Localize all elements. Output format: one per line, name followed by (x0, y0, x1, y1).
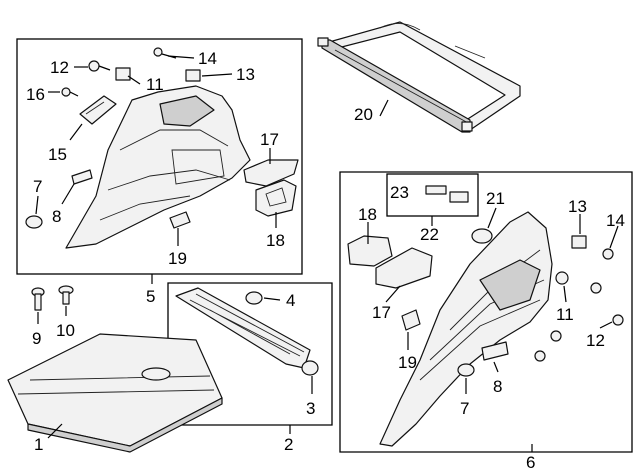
callout-7-left: 7 (33, 177, 42, 196)
bolt-12-right-a (590, 282, 602, 294)
leader-8-right (493, 361, 499, 373)
leader-8-left (61, 183, 75, 205)
callout-11-right: 11 (556, 305, 574, 324)
cargo-floor-cover (7, 333, 223, 453)
callout-7-right: 7 (460, 399, 469, 418)
tape-8-left (71, 169, 93, 185)
callout-6: 6 (526, 453, 535, 471)
callout-10: 10 (56, 321, 75, 340)
screw-16-left (61, 87, 79, 97)
leader-14-right (609, 225, 619, 249)
bolt-12-left (88, 60, 111, 72)
clip-10 (58, 285, 74, 305)
callout-13-left: 13 (236, 65, 255, 84)
callout-14-right: 14 (606, 211, 625, 230)
callout-8-left: 8 (52, 207, 61, 226)
leader-7-left (35, 195, 39, 215)
leader-14-left (167, 55, 195, 59)
trim-cover-15 (79, 95, 117, 125)
cover-17-left (243, 159, 299, 187)
callout-19-left: 19 (168, 249, 187, 268)
bolt-14-right (602, 248, 614, 260)
callout-12-right: 12 (586, 331, 605, 350)
left-quarter-trim-panel (65, 85, 251, 249)
leader-11-right (563, 285, 567, 303)
tape-8-right (481, 341, 509, 361)
leader-12-right (599, 321, 613, 329)
callout-17-right: 17 (372, 303, 391, 322)
bolt-12-right-b (612, 314, 624, 326)
callout-18-right: 18 (358, 205, 377, 224)
callout-8-right: 8 (493, 377, 502, 396)
cover-17-right (375, 247, 433, 289)
fastener-21 (471, 228, 493, 244)
leader-11-left (127, 75, 141, 85)
clip-13-left (185, 69, 201, 82)
plug-7-left (25, 215, 43, 229)
bracket-18-right (347, 235, 393, 267)
callout-23: 23 (390, 183, 409, 202)
cap-4 (245, 291, 263, 305)
leader-1 (47, 423, 63, 439)
leader-21 (487, 207, 497, 229)
callout-15: 15 (48, 145, 67, 164)
callout-18-left: 18 (266, 231, 285, 250)
leader-17-right (385, 285, 401, 303)
bolt-right-d (534, 350, 546, 362)
callout-21: 21 (486, 189, 505, 208)
callout-14-left: 14 (198, 49, 217, 68)
clip-3 (301, 360, 319, 376)
clip-11-left (115, 67, 131, 81)
right-quarter-trim-panel (379, 211, 553, 447)
leader-20 (379, 99, 389, 117)
callout-1: 1 (34, 435, 43, 454)
callout-11-left: 11 (146, 75, 164, 94)
callout-4: 4 (286, 291, 295, 310)
callout-22: 22 (420, 225, 439, 244)
callout-20: 20 (354, 105, 373, 124)
leader-4 (263, 297, 281, 301)
bolt-right-c (550, 330, 562, 342)
clip-11-right (555, 271, 569, 285)
callout-17-left: 17 (260, 130, 279, 149)
clip-13-right (571, 235, 587, 249)
cargo-cover-roller (317, 21, 521, 133)
bracket-18-left (255, 179, 297, 217)
plug-7-right (457, 363, 475, 377)
leader-15 (69, 123, 83, 141)
callout-3: 3 (306, 399, 315, 418)
callout-12-left: 12 (50, 58, 69, 77)
callout-5: 5 (146, 287, 155, 306)
clip-19-right (401, 309, 421, 331)
callout-16: 16 (26, 85, 45, 104)
scuff-plate (175, 287, 311, 369)
callout-19-right: 19 (398, 353, 417, 372)
bolt-23 (425, 185, 469, 203)
callout-9: 9 (32, 329, 41, 348)
callout-2: 2 (284, 435, 293, 454)
group-box-6 (339, 171, 633, 453)
callout-13-right: 13 (568, 197, 587, 216)
group-box-5 (16, 38, 303, 275)
leader-13-left (201, 73, 233, 77)
bolt-9 (31, 287, 45, 311)
clip-19-left (169, 211, 191, 229)
